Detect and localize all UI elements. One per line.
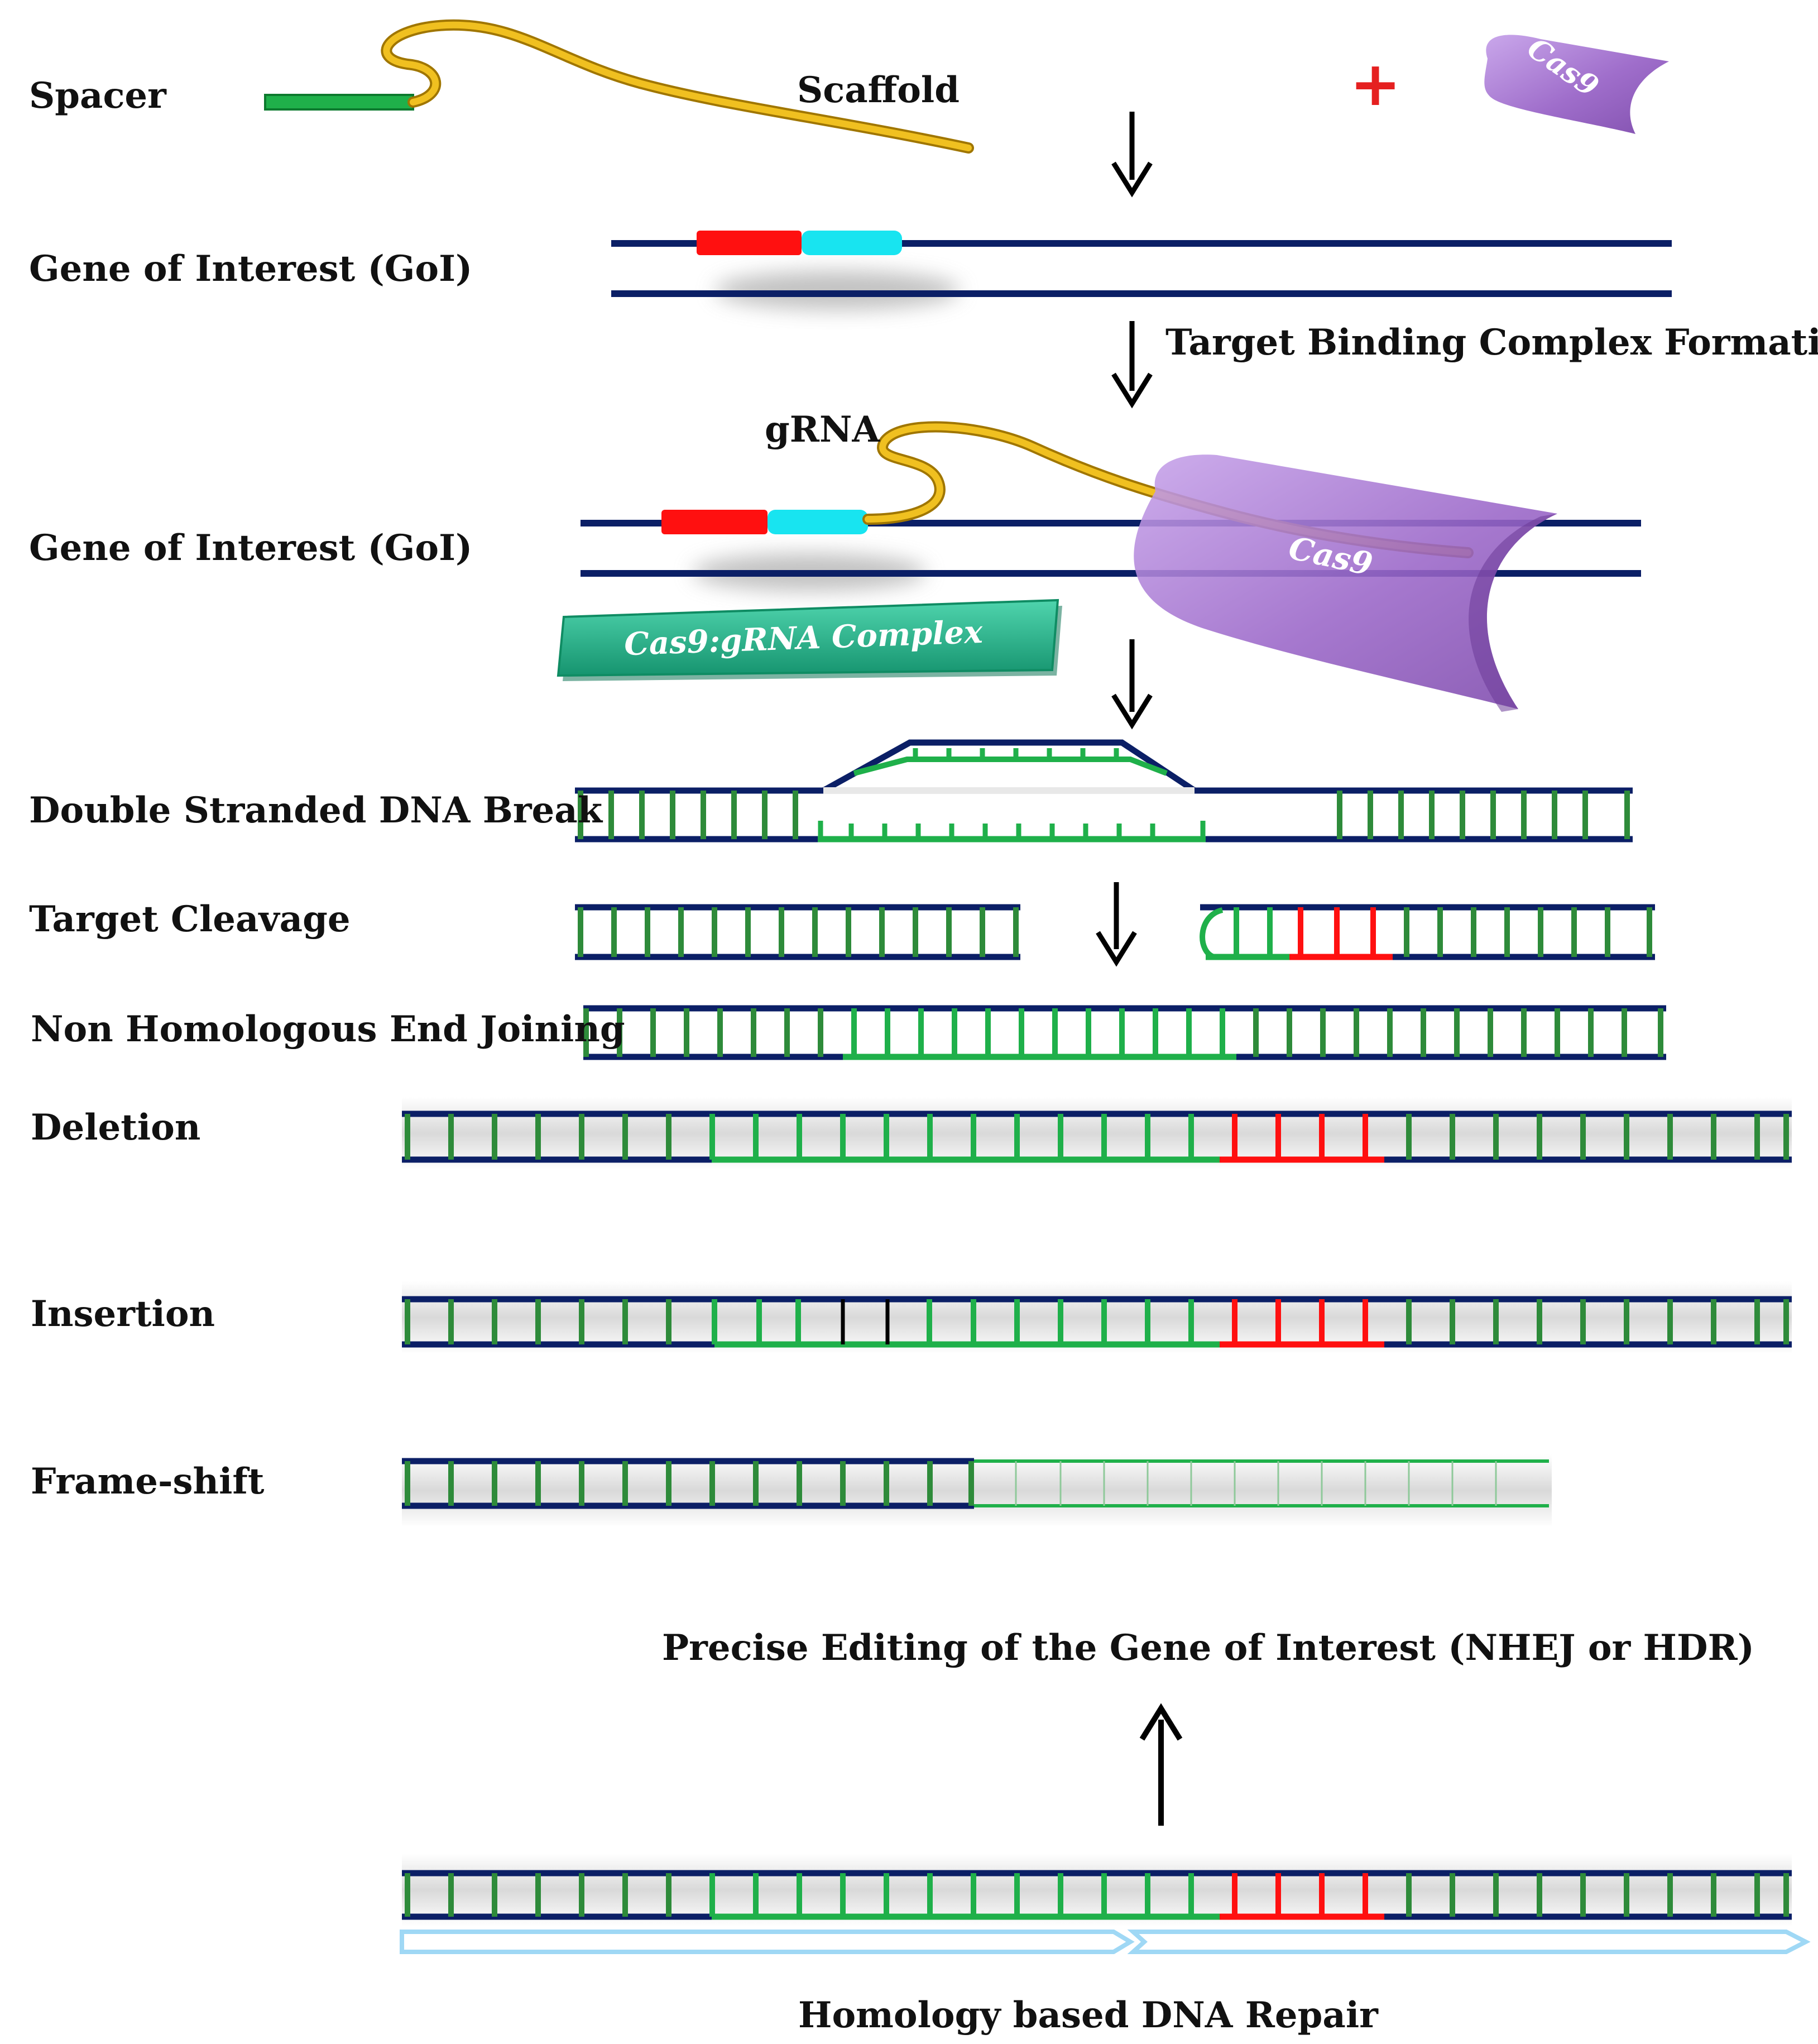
goi-label-2: Gene of Interest (GoI)	[29, 527, 473, 569]
ds-break-duplex	[575, 739, 1633, 843]
cas9-grna-complex-badge: Cas9:gRNA Complex	[557, 599, 1062, 681]
homology-arrow-left	[400, 1930, 1135, 1954]
grna-label: gRNA	[765, 409, 880, 451]
spacer-scaffold-rna	[264, 19, 974, 154]
cleavage-left-fragment	[575, 904, 1020, 960]
frameshift-duplex	[402, 1454, 1552, 1527]
nhej-label: Non Homologous End Joining	[31, 1008, 625, 1050]
spacer-segment	[264, 94, 414, 111]
frameshift-label: Frame-shift	[31, 1461, 265, 1502]
cas9-protein-large: Cas9	[1134, 454, 1557, 712]
arrow-down-2	[1111, 321, 1153, 409]
target-site-red	[697, 231, 802, 255]
plus-sign: +	[1350, 48, 1402, 119]
inserted-bases	[841, 1299, 890, 1344]
arrow-down-4	[1096, 882, 1137, 967]
cleavage-right-fragment	[1200, 904, 1655, 960]
target-cleavage-label: Target Cleavage	[29, 898, 351, 940]
deletion-label: Deletion	[31, 1107, 201, 1148]
arrow-up	[1139, 1703, 1183, 1826]
pam-site-cyan	[802, 231, 902, 255]
hdr-duplex	[400, 1854, 1811, 1954]
spacer-label: Spacer	[29, 75, 166, 117]
insertion-duplex	[402, 1281, 1792, 1354]
ds-break-label: Double Stranded DNA Break	[29, 789, 603, 831]
scaffold-label: Scaffold	[797, 69, 960, 111]
hdr-label: Homology based DNA Repair	[798, 1994, 1378, 2036]
cas9-protein-small: Cas9	[1484, 31, 1669, 134]
arrow-down-3	[1111, 639, 1153, 730]
insertion-label: Insertion	[31, 1293, 215, 1335]
arrow-down-1	[1111, 112, 1153, 198]
nhej-duplex	[583, 1005, 1666, 1060]
goi-duplex-1	[611, 231, 1672, 310]
homology-arrow-right	[1127, 1930, 1811, 1954]
target-binding-label: Target Binding Complex Formation	[1165, 322, 1818, 363]
precise-editing-label: Precise Editing of the Gene of Interest …	[662, 1627, 1754, 1669]
goi-label-1: Gene of Interest (GoI)	[29, 248, 473, 290]
deletion-duplex	[402, 1097, 1792, 1170]
